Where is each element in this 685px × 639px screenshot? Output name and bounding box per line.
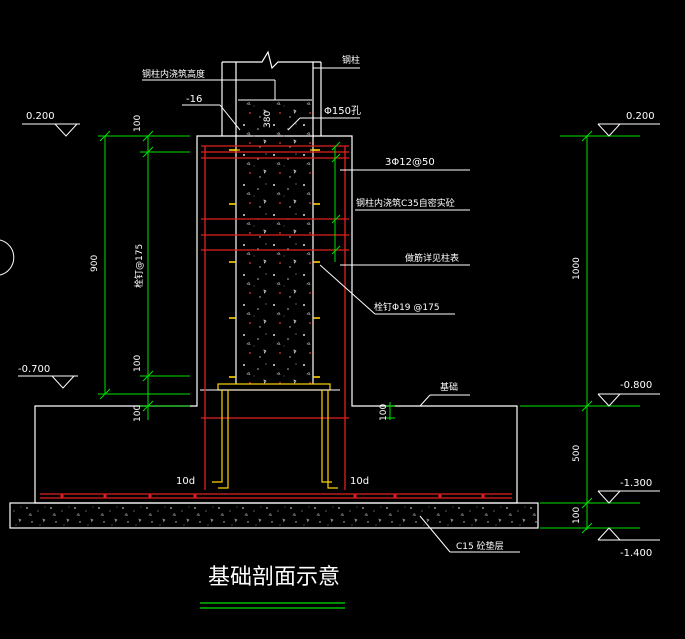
dim-cap-100: 100: [379, 404, 389, 421]
label-plate: -16: [186, 94, 202, 105]
dim-right-1000: 1000: [572, 257, 582, 280]
dim-left-900: 900: [90, 255, 100, 272]
label-foundation: 基础: [440, 381, 458, 393]
dim-10d-right: 10d: [350, 476, 369, 487]
elev-right-bottom: -1.400: [620, 548, 652, 559]
steel-column: [200, 50, 340, 391]
left-dimensions: [98, 130, 190, 420]
shear-studs: [229, 149, 320, 378]
label-studs: 栓钉Φ19 @175: [374, 301, 440, 313]
label-concrete-fill: 钢柱内浇筑C35自密实砼: [356, 197, 455, 209]
label-steel-column: 钢柱: [342, 54, 360, 66]
elev-right-mid: -0.800: [620, 380, 652, 391]
dim-column-380: 380: [263, 111, 273, 128]
rebar-cage: [40, 145, 512, 499]
anchor-bolts: [212, 149, 338, 489]
dim-right-100: 100: [572, 507, 582, 524]
dim-left-base-100: 100: [133, 405, 143, 422]
label-fill-height: 钢柱内浇筑高度: [142, 68, 205, 80]
elev-right-low: -1.300: [620, 478, 652, 489]
drawing-title: 基础剖面示意: [208, 565, 340, 590]
break-line: [222, 50, 321, 70]
dim-left-top-100: 100: [133, 115, 143, 132]
dim-right-500: 500: [572, 445, 582, 462]
c15-cushion-layer: [9, 502, 539, 529]
leader-lines: [142, 67, 520, 553]
dim-left-bottom-100: 100: [133, 355, 143, 372]
column-concrete-fill: [238, 100, 312, 384]
right-dimensions: [331, 130, 640, 534]
dim-10d-left: 10d: [176, 476, 195, 487]
elev-right-top: 0.200: [626, 111, 655, 122]
label-stirrups: 3Φ12@50: [385, 157, 435, 168]
dim-left-stud-spacing: 栓钉@175: [133, 244, 145, 288]
label-see-column-table: 做筋详见柱表: [405, 252, 459, 264]
label-hole: Φ150孔: [324, 105, 361, 117]
bottom-rebar-dots: [60, 494, 485, 498]
elevation-markers: [18, 123, 660, 541]
base-plate: [217, 383, 331, 391]
elev-left-top: 0.200: [26, 111, 55, 122]
label-cushion: C15 砼垫层: [456, 540, 504, 552]
partial-circle-mark: [0, 239, 15, 276]
elev-left-mid: -0.700: [18, 364, 50, 375]
